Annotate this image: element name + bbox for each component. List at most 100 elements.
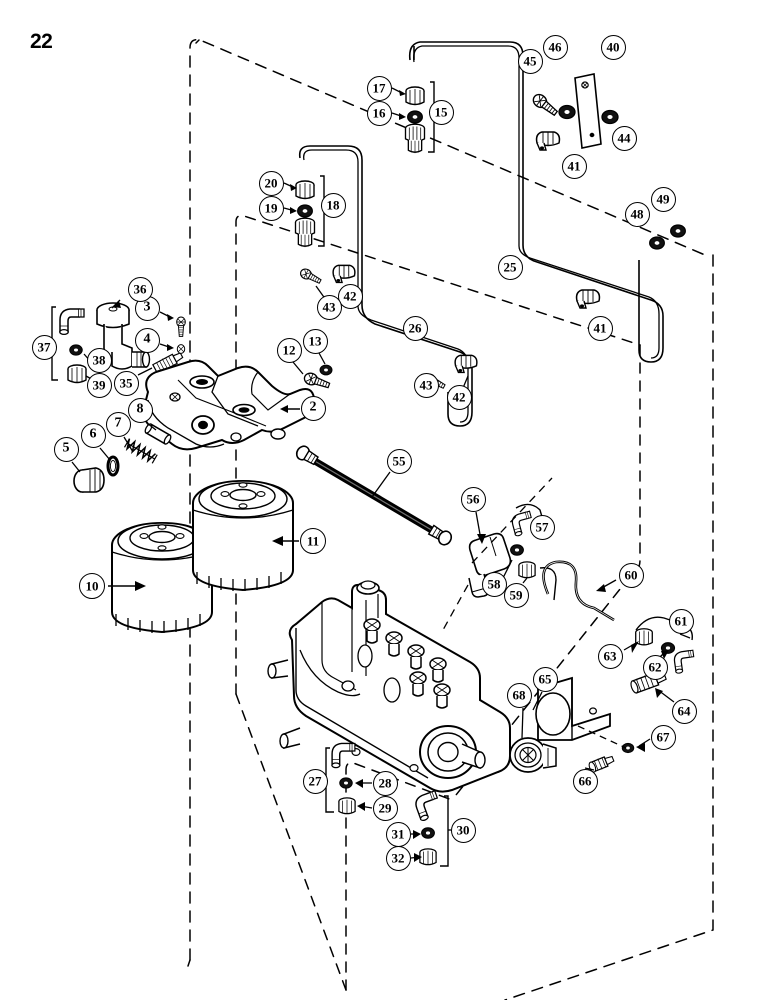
callout-label: 7 bbox=[114, 415, 122, 431]
washer-49 bbox=[670, 224, 686, 238]
callout-8[interactable]: 8 bbox=[127, 397, 153, 423]
callout-28[interactable]: 28 bbox=[372, 770, 398, 796]
callout-2[interactable]: 2 bbox=[300, 395, 326, 421]
callout-55[interactable]: 55 bbox=[386, 448, 412, 474]
callout-26[interactable]: 26 bbox=[402, 315, 428, 341]
callout-46[interactable]: 46 bbox=[542, 34, 568, 60]
callout-62[interactable]: 62 bbox=[642, 654, 668, 680]
callout-label: 41 bbox=[593, 320, 607, 335]
callout-60[interactable]: 60 bbox=[618, 562, 644, 588]
fuel-filter-10 bbox=[111, 522, 213, 634]
callout-label: 60 bbox=[624, 567, 638, 582]
callout-label: 3 bbox=[143, 299, 151, 315]
callout-49[interactable]: 49 bbox=[650, 186, 676, 212]
callout-41[interactable]: 41 bbox=[561, 153, 587, 179]
callout-41[interactable]: 41 bbox=[587, 315, 613, 341]
connector-63 bbox=[635, 628, 653, 646]
callout-5[interactable]: 5 bbox=[53, 436, 79, 462]
callout-57[interactable]: 57 bbox=[529, 514, 555, 540]
callout-10[interactable]: 10 bbox=[79, 573, 105, 599]
callout-12[interactable]: 12 bbox=[276, 337, 302, 363]
callout-29[interactable]: 29 bbox=[372, 795, 398, 821]
callout-label: 41 bbox=[567, 158, 581, 173]
elbow-assembly-30 bbox=[412, 790, 449, 867]
callout-39[interactable]: 39 bbox=[86, 372, 112, 398]
callout-17[interactable]: 17 bbox=[366, 75, 392, 101]
clamp-42-lower bbox=[454, 354, 478, 374]
callout-label: 42 bbox=[343, 288, 357, 303]
callout-label: 49 bbox=[656, 191, 670, 206]
callout-label: 48 bbox=[630, 206, 644, 221]
callout-45[interactable]: 45 bbox=[517, 48, 543, 74]
callout-37[interactable]: 37 bbox=[31, 334, 57, 360]
callout-30[interactable]: 30 bbox=[450, 817, 476, 843]
callout-48[interactable]: 48 bbox=[624, 201, 650, 227]
callout-label: 26 bbox=[408, 320, 422, 335]
callout-label: 58 bbox=[487, 576, 501, 591]
callout-44[interactable]: 44 bbox=[611, 125, 637, 151]
injection-pump-body bbox=[267, 580, 511, 793]
callout-59[interactable]: 59 bbox=[503, 582, 529, 608]
callout-42[interactable]: 42 bbox=[446, 384, 472, 410]
callout-43[interactable]: 43 bbox=[413, 372, 439, 398]
callout-35[interactable]: 35 bbox=[113, 370, 139, 396]
callout-40[interactable]: 40 bbox=[600, 34, 626, 60]
connector-35 bbox=[152, 352, 184, 375]
callout-15[interactable]: 15 bbox=[428, 99, 454, 125]
callout-11[interactable]: 11 bbox=[300, 528, 326, 554]
callout-27[interactable]: 27 bbox=[302, 768, 328, 794]
callout-20[interactable]: 20 bbox=[258, 170, 284, 196]
callout-42[interactable]: 42 bbox=[337, 283, 363, 309]
fitting-assembly-18 bbox=[294, 175, 325, 248]
callout-13[interactable]: 13 bbox=[302, 328, 328, 354]
callout-16[interactable]: 16 bbox=[366, 100, 392, 126]
clip-41-upper bbox=[535, 130, 561, 151]
callout-label: 66 bbox=[578, 773, 592, 788]
callout-7[interactable]: 7 bbox=[105, 411, 131, 437]
callout-56[interactable]: 56 bbox=[460, 486, 486, 512]
callout-label: 2 bbox=[309, 399, 317, 415]
callout-32[interactable]: 32 bbox=[385, 845, 411, 871]
oring-6 bbox=[106, 455, 120, 477]
callout-43[interactable]: 43 bbox=[316, 294, 342, 320]
callout-label: 61 bbox=[674, 613, 688, 628]
callout-31[interactable]: 31 bbox=[385, 821, 411, 847]
callout-67[interactable]: 67 bbox=[650, 724, 676, 750]
callout-label: 15 bbox=[434, 104, 448, 119]
shield-bracket-65 bbox=[535, 676, 611, 741]
callout-58[interactable]: 58 bbox=[481, 571, 507, 597]
callout-label: 11 bbox=[306, 533, 320, 548]
callout-label: 8 bbox=[136, 401, 144, 417]
elbow-61 bbox=[672, 649, 697, 675]
callout-19[interactable]: 19 bbox=[258, 195, 284, 221]
nut-59 bbox=[518, 561, 536, 579]
callout-label: 35 bbox=[119, 375, 133, 390]
fuel-line-26-shadow bbox=[303, 149, 469, 423]
callout-65[interactable]: 65 bbox=[532, 666, 558, 692]
washer-48 bbox=[649, 236, 665, 250]
callout-6[interactable]: 6 bbox=[80, 422, 106, 448]
callout-label: 29 bbox=[378, 800, 392, 815]
callout-label: 39 bbox=[92, 377, 106, 392]
callout-label: 37 bbox=[37, 339, 51, 354]
callout-label: 6 bbox=[89, 426, 97, 442]
callout-label: 30 bbox=[456, 822, 470, 837]
callout-63[interactable]: 63 bbox=[597, 643, 623, 669]
sender-unit-68 bbox=[509, 737, 557, 773]
callout-66[interactable]: 66 bbox=[572, 768, 598, 794]
callout-36[interactable]: 36 bbox=[127, 276, 153, 302]
fuel-line-25-shadow bbox=[413, 45, 660, 359]
callout-label: 67 bbox=[656, 729, 670, 744]
callout-4[interactable]: 4 bbox=[134, 327, 160, 353]
callout-label: 46 bbox=[548, 39, 562, 54]
callout-64[interactable]: 64 bbox=[671, 698, 697, 724]
hand-primer-pump-36 bbox=[96, 302, 151, 370]
callout-label: 17 bbox=[372, 80, 386, 95]
callout-38[interactable]: 38 bbox=[86, 347, 112, 373]
callout-18[interactable]: 18 bbox=[320, 192, 346, 218]
washer-13 bbox=[319, 364, 333, 376]
callout-68[interactable]: 68 bbox=[506, 682, 532, 708]
callout-61[interactable]: 61 bbox=[668, 608, 694, 634]
spring-7 bbox=[123, 438, 158, 464]
callout-25[interactable]: 25 bbox=[497, 254, 523, 280]
